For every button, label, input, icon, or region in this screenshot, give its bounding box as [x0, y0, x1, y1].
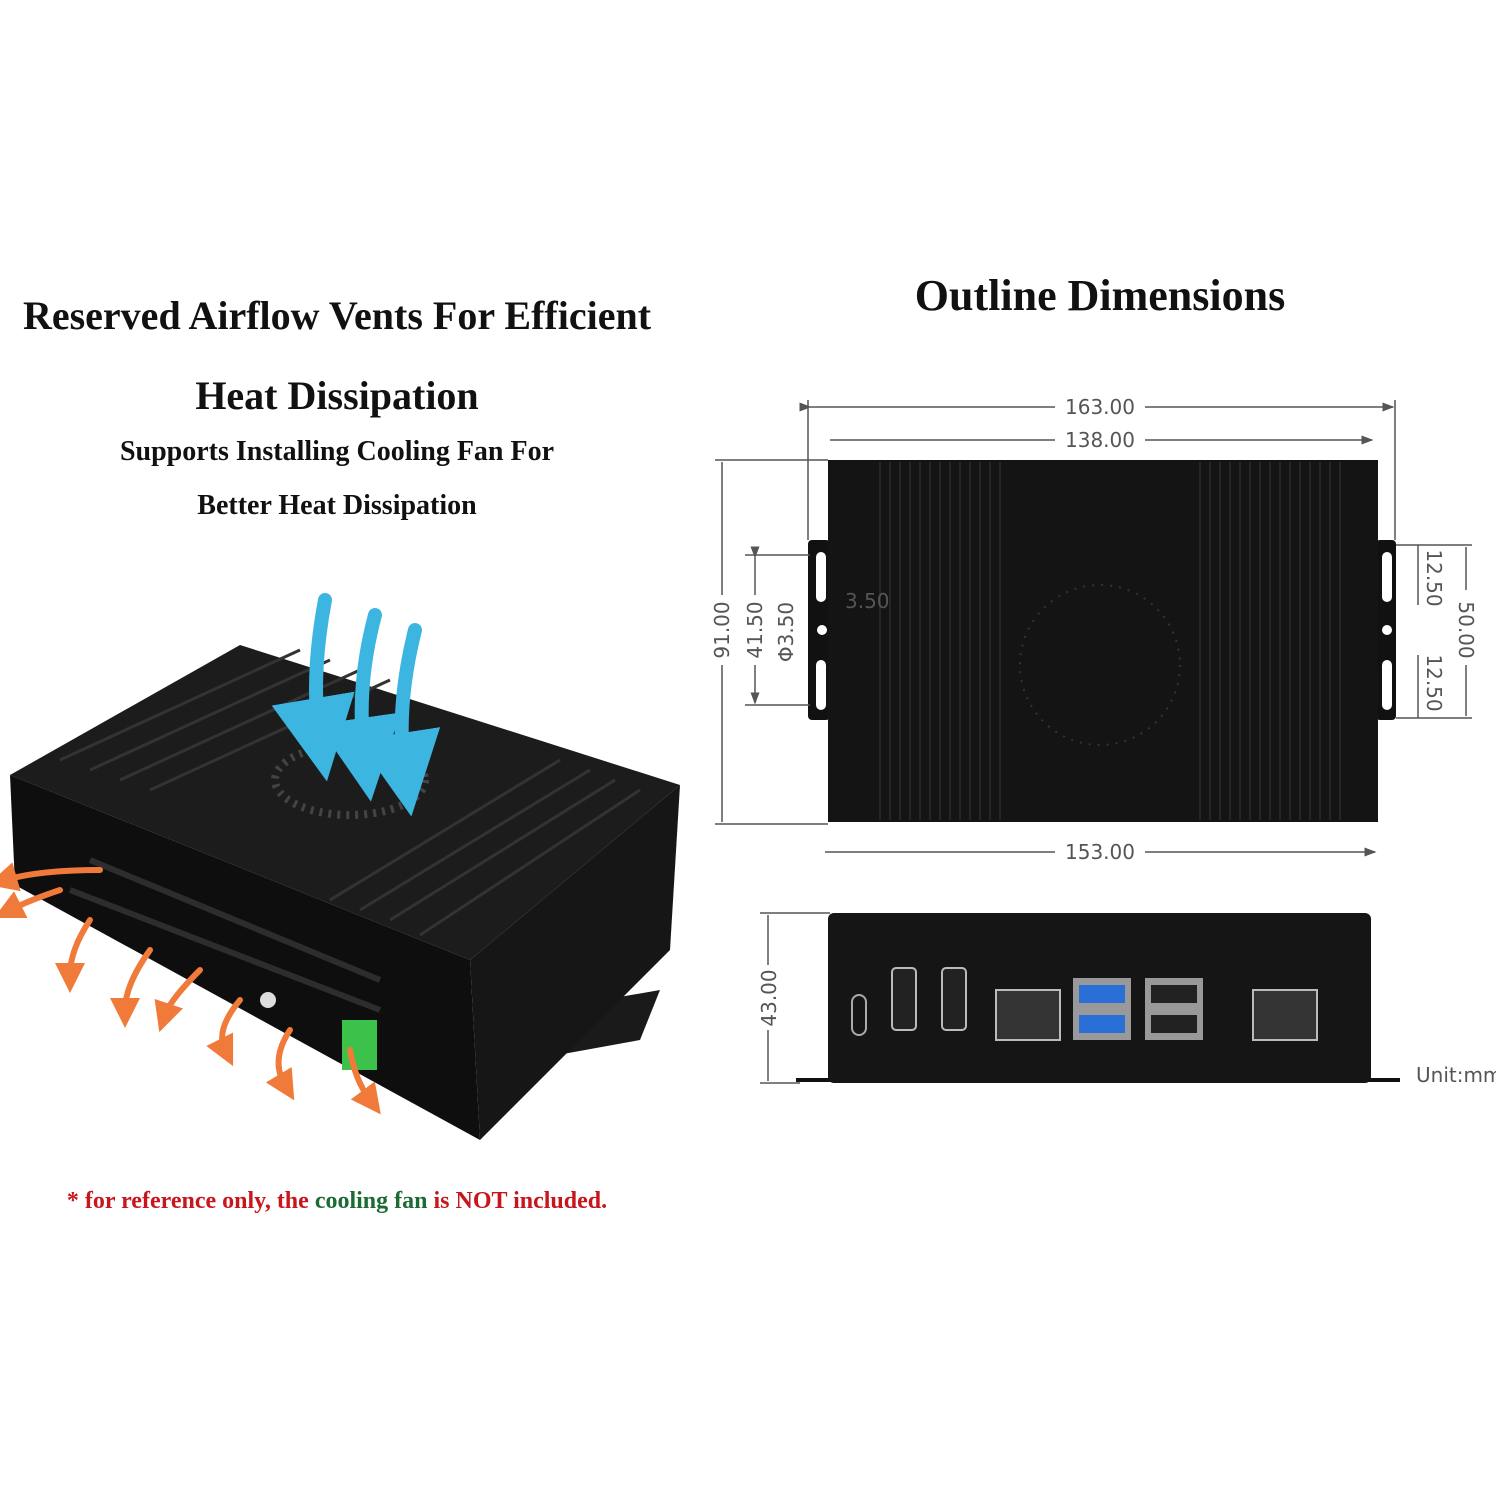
dim-slot-bottom: 12.50	[1422, 654, 1446, 711]
dim-slot-top: 12.50	[1422, 549, 1446, 606]
note-part2: cooling fan	[314, 1188, 428, 1214]
dim-slot-width: 3.50	[845, 589, 890, 613]
note-part1: * for reference only, the	[66, 1188, 315, 1214]
left-subtitle-line1: Supports Installing Cooling Fan For	[119, 436, 555, 467]
ethernet-port-2	[1252, 989, 1318, 1041]
left-title-line2: Heat Dissipation	[195, 373, 479, 418]
dim-depth: 43.00	[757, 969, 781, 1026]
device-perspective	[0, 593, 680, 1140]
dim-overall-width: 163.00	[1065, 395, 1135, 419]
hdmi-port-1	[891, 967, 917, 1031]
hdmi-port-2	[941, 967, 967, 1031]
left-title-line1: Reserved Airflow Vents For Efficient	[22, 293, 652, 338]
dim-height: 91.00	[710, 601, 734, 658]
cool-air-arrows-icon	[271, 593, 441, 817]
dim-slot-span: 41.50	[743, 601, 767, 658]
terminal-block	[342, 1020, 377, 1070]
outline-dimensions-title: Outline Dimensions	[914, 271, 1286, 320]
dim-bracket-span: 50.00	[1454, 601, 1478, 658]
front-view	[796, 913, 1400, 1083]
dim-body-width: 138.00	[1065, 428, 1135, 452]
reference-note: * for reference only, the cooling fan is…	[0, 1188, 674, 1215]
dim-base-width: 153.00	[1065, 840, 1135, 864]
hot-air-arrows-icon	[0, 862, 381, 1115]
left-subtitle-line2: Better Heat Dissipation	[197, 490, 477, 521]
ethernet-port-1	[995, 989, 1061, 1041]
usb-c-port	[851, 994, 867, 1036]
note-part3: is NOT included.	[427, 1188, 608, 1214]
dim-hole-diameter: Φ3.50	[774, 602, 798, 662]
top-view	[808, 460, 1396, 822]
unit-label: Unit:mm	[1416, 1063, 1496, 1087]
